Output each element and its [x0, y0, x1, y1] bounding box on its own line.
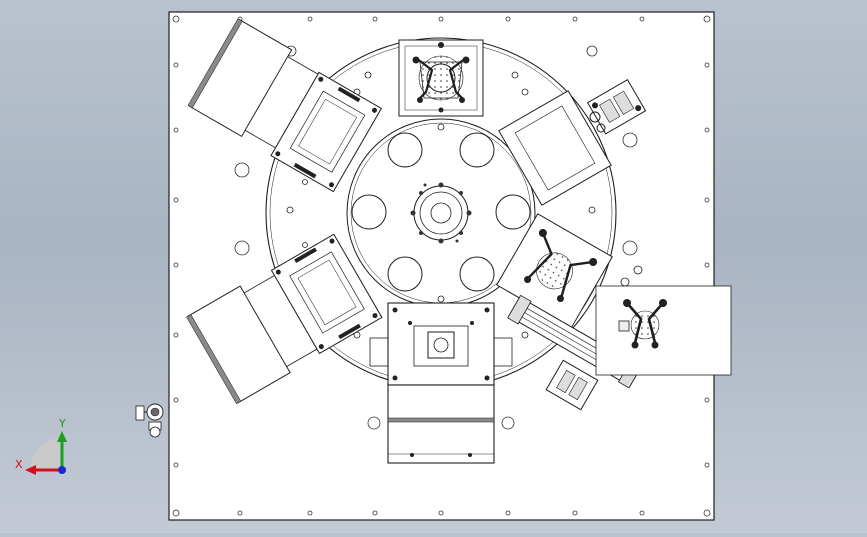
y-axis-label: Y: [58, 417, 66, 430]
upper-right-station: [498, 78, 647, 206]
upper-left-station: [187, 18, 383, 193]
detail-view-inset: [595, 285, 732, 376]
side-valve-component: [135, 403, 164, 438]
lower-right-gripper-station: [496, 213, 643, 411]
y-axis-arrowhead: [57, 431, 67, 442]
x-axis-label: X: [15, 458, 23, 471]
x-axis-arrowhead: [25, 465, 36, 475]
coordinate-triad: Y X: [15, 417, 67, 475]
lower-left-station: [186, 233, 383, 404]
z-axis-dot: [58, 466, 66, 474]
bottom-slide-station: [369, 302, 513, 464]
top-gripper-station: [398, 39, 484, 117]
